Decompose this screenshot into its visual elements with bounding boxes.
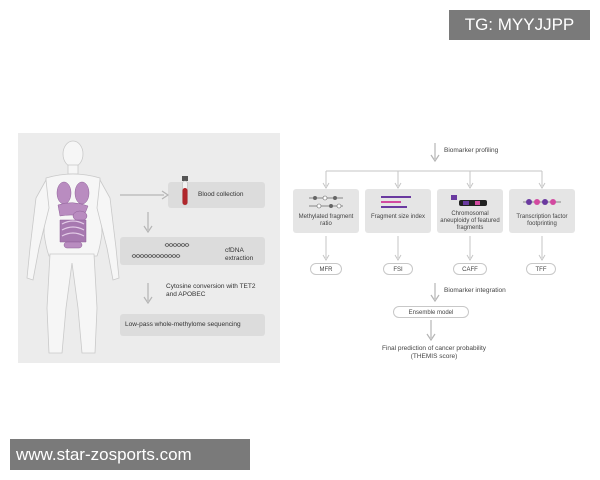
footprint-icon [523, 199, 561, 205]
step-label: Low-pass whole-methylome sequencing [125, 321, 241, 328]
methylation-icon [309, 195, 343, 209]
human-body-icon [26, 140, 120, 354]
biomarker-integration-label: Biomarker integration [444, 287, 506, 294]
fragment-size-icon [381, 196, 411, 208]
biomarker-box-fsi: Fragment size index [365, 189, 431, 233]
pill-connectors [322, 236, 546, 261]
step-cytosine-conversion: Cytosine conversion with TET2 and APOBEC [166, 283, 256, 298]
step-label: Blood collection [198, 191, 244, 198]
final-prediction-label: Final prediction of cancer probability (… [381, 345, 487, 360]
watermark-bottom: www.star-zosports.com [10, 439, 250, 470]
step-label: cfDNA extraction [225, 247, 254, 262]
arrow-down-icon [430, 143, 440, 163]
biomarker-profiling-label: Biomarker profiling [444, 147, 499, 154]
arrow-down-icon [143, 283, 153, 305]
pill-fsi: FSI [383, 263, 413, 275]
biomarker-label: Transcription factor footprinting [516, 214, 568, 227]
dna-fragment-icon [131, 243, 190, 258]
biomarker-label: Fragment size index [370, 214, 426, 220]
step-cfdna-extraction: cfDNA extraction [120, 237, 265, 265]
arrow-right-icon [120, 190, 170, 200]
blood-tube-icon [182, 176, 188, 206]
watermark-top: TG: MYYJJPP [449, 10, 590, 40]
arrow-down-icon [426, 320, 436, 342]
biomarker-label: Methylated fragment ratio [298, 214, 354, 227]
biomarker-box-caff: Chromosomal aneuploidy of featured fragm… [437, 189, 503, 233]
branch-connector [322, 170, 546, 189]
step-sequencing: Low-pass whole-methylome sequencing [120, 314, 265, 336]
ensemble-model-pill: Ensemble model [393, 306, 469, 318]
biomarker-label: Chromosomal aneuploidy of featured fragm… [440, 211, 500, 231]
biomarker-box-tff: Transcription factor footprinting [509, 189, 575, 233]
organs-icon [56, 181, 90, 249]
pill-mfr: MFR [310, 263, 342, 275]
chromosome-icon [451, 195, 487, 206]
pill-caff: CAFF [453, 263, 487, 275]
arrow-down-icon [143, 212, 153, 234]
arrow-down-icon [430, 283, 440, 303]
pill-tff: TFF [526, 263, 556, 275]
biomarker-box-mfr: Methylated fragment ratio [293, 189, 359, 233]
